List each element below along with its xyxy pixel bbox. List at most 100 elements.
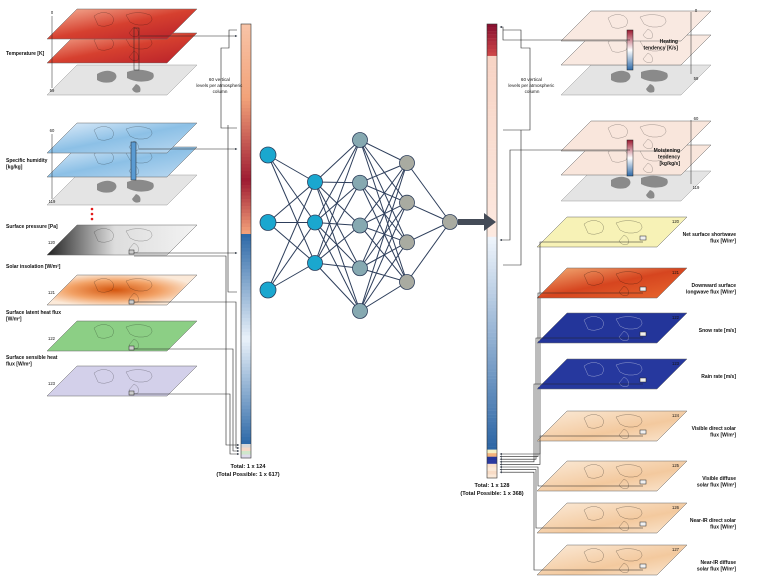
output-column-cell (487, 197, 497, 202)
network-node (399, 234, 415, 251)
continents-silhouette (611, 175, 668, 199)
network-edge (359, 139, 408, 164)
network-edge (359, 202, 408, 312)
output-column-cell (487, 243, 497, 248)
input-column-cell (241, 227, 251, 231)
input-column-cell (241, 244, 251, 249)
output-column-cell (487, 155, 497, 159)
output-column-cell (487, 311, 497, 316)
input-column-cell (241, 136, 251, 140)
output-column-cell (487, 293, 497, 298)
map-base-layer (560, 170, 712, 202)
input-column-cell (241, 41, 251, 46)
column-marker (130, 141, 137, 181)
insol-map-layer (46, 274, 198, 306)
rain-map-layer (536, 358, 688, 390)
output-column-cell (487, 201, 497, 206)
output-column-cell (487, 176, 497, 181)
link-arrow (499, 149, 630, 242)
input-column-vector: Total: 1 x 124 (Total Possible: 1 x 617) (216, 23, 280, 478)
input-column-cell (241, 374, 251, 378)
input-column-cell (241, 83, 251, 88)
network-node (259, 214, 277, 231)
output-column-cell (487, 357, 497, 362)
input-column-cell (241, 269, 251, 273)
input-column-cell (241, 122, 251, 126)
input-column-cell (241, 52, 251, 56)
network-node (399, 194, 415, 211)
output-column-cell (487, 282, 497, 287)
level-index: 60 (50, 128, 55, 133)
output-bracket-lines (503, 29, 531, 266)
grid-cell-marker (128, 345, 135, 351)
output-column-cell (487, 172, 497, 177)
input-column-cell (241, 125, 251, 130)
input-column-cell (241, 300, 251, 305)
input-column-cell (241, 174, 251, 179)
moistening-map-layer (560, 120, 712, 152)
output-column-cell (487, 407, 497, 411)
input-column-cell (241, 146, 251, 151)
input-column-cell (241, 220, 251, 224)
network-edge (267, 181, 316, 291)
output-column-cell (487, 180, 497, 184)
level-index: 121 (48, 290, 56, 295)
output-column-cell (487, 275, 497, 280)
input-column-cell (241, 164, 251, 168)
output-column-cell (487, 247, 497, 252)
input-column-cell (241, 391, 251, 396)
input-column-cell (241, 447, 251, 452)
network-edge (359, 182, 408, 204)
output-column-cell (487, 343, 497, 347)
input-column-cell (241, 346, 251, 350)
input-column-cell (241, 108, 251, 112)
network-node (352, 132, 368, 148)
output-column-cell (487, 94, 497, 99)
network-edge (359, 202, 408, 226)
netsw-map-layer (536, 216, 688, 248)
output-column-cell (487, 148, 497, 152)
network-edge (406, 162, 451, 223)
network-node (352, 303, 368, 319)
input-column-cell (241, 356, 251, 361)
output-column-cell (487, 403, 497, 408)
output-column-cell (487, 307, 497, 312)
input-column-cell (241, 416, 251, 420)
input-column-cell (241, 87, 251, 91)
output-column-vector: Total: 1 x 128 (Total Possible: 1 x 368) (460, 23, 524, 497)
output-column-cell (487, 431, 497, 436)
network-edge (359, 162, 408, 269)
output-column-cell (487, 268, 497, 273)
level-index: 59 (50, 88, 55, 93)
output-column-cell (487, 211, 497, 216)
temperature-map-layer (46, 8, 198, 40)
input-column-cell (241, 62, 251, 67)
input-column-cell (241, 195, 251, 200)
output-column-cell (487, 421, 497, 425)
input-column-cell (241, 38, 251, 42)
input-column-cell (241, 223, 251, 228)
input-column-cell (241, 325, 251, 329)
input-column-cell (241, 328, 251, 333)
input-column-cell (241, 258, 251, 263)
output-column-cell (487, 332, 497, 337)
output-column-cell (487, 141, 497, 145)
lw-map-layer (536, 267, 688, 299)
network-node (307, 214, 323, 231)
output-label-snow: Snow rate [m/s] (699, 328, 737, 334)
output-column-cell (487, 52, 497, 57)
network-edge (359, 162, 408, 184)
output-column-cell (487, 187, 497, 191)
input-label-humidity: Specific humidity[kg/kg] (6, 158, 48, 171)
input-column-cell (241, 192, 251, 196)
input-column-note: 60 vertical levels per atmospheric colum… (196, 77, 243, 94)
level-index: 126 (672, 505, 680, 510)
input-column-cell (241, 367, 251, 371)
output-column-cell (487, 382, 497, 386)
input-column-cell (241, 360, 251, 364)
network-node (352, 217, 368, 234)
output-column-cell (487, 378, 497, 383)
network-edge (267, 154, 316, 223)
